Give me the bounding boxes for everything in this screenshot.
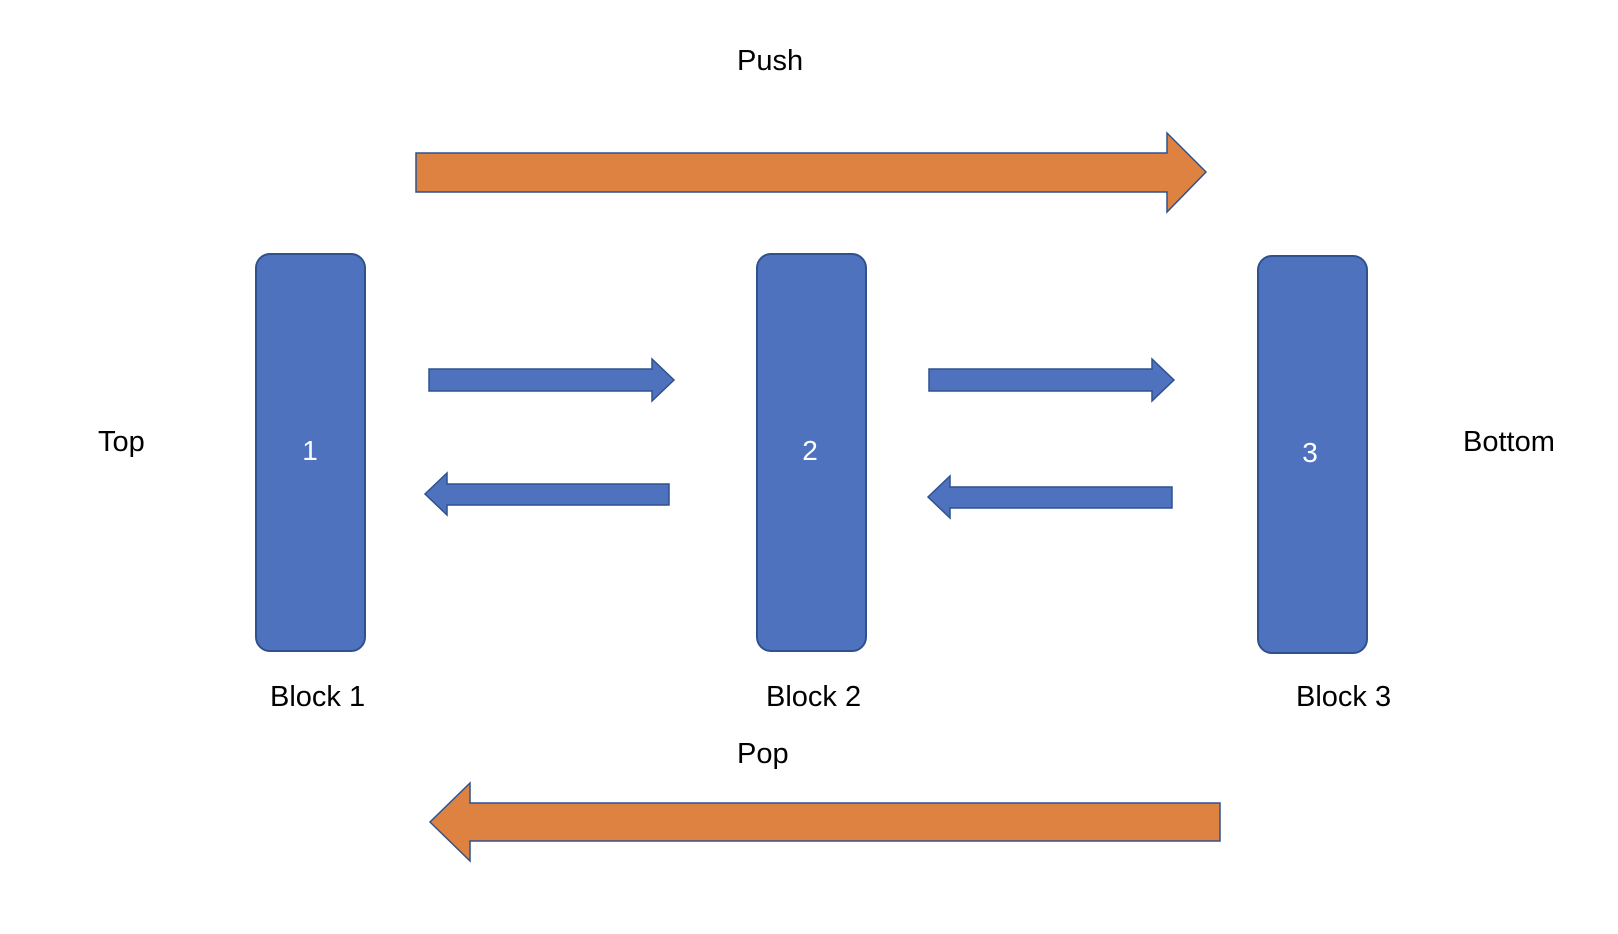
- arrow-block2-to-block1: [423, 471, 670, 517]
- pop-arrow: [428, 781, 1221, 863]
- push-arrow: [415, 131, 1208, 214]
- arrow-block2-to-block3: [928, 357, 1176, 403]
- block-3: [1257, 255, 1368, 654]
- arrow-block1-to-block2: [428, 357, 676, 403]
- block-1: [255, 253, 366, 652]
- block-1-number: 1: [302, 435, 318, 466]
- block-1-caption: Block 1: [270, 681, 366, 713]
- block-2: [756, 253, 867, 652]
- push-label: Push: [737, 45, 804, 77]
- arrow-block3-to-block2: [926, 474, 1173, 520]
- top-label: Top: [98, 426, 145, 458]
- block-3-caption: Block 3: [1296, 681, 1392, 713]
- pop-label: Pop: [737, 738, 789, 770]
- block-3-number: 3: [1302, 437, 1318, 468]
- block-2-number: 2: [802, 435, 818, 466]
- bottom-label: Bottom: [1463, 426, 1555, 458]
- block-2-caption: Block 2: [766, 681, 862, 713]
